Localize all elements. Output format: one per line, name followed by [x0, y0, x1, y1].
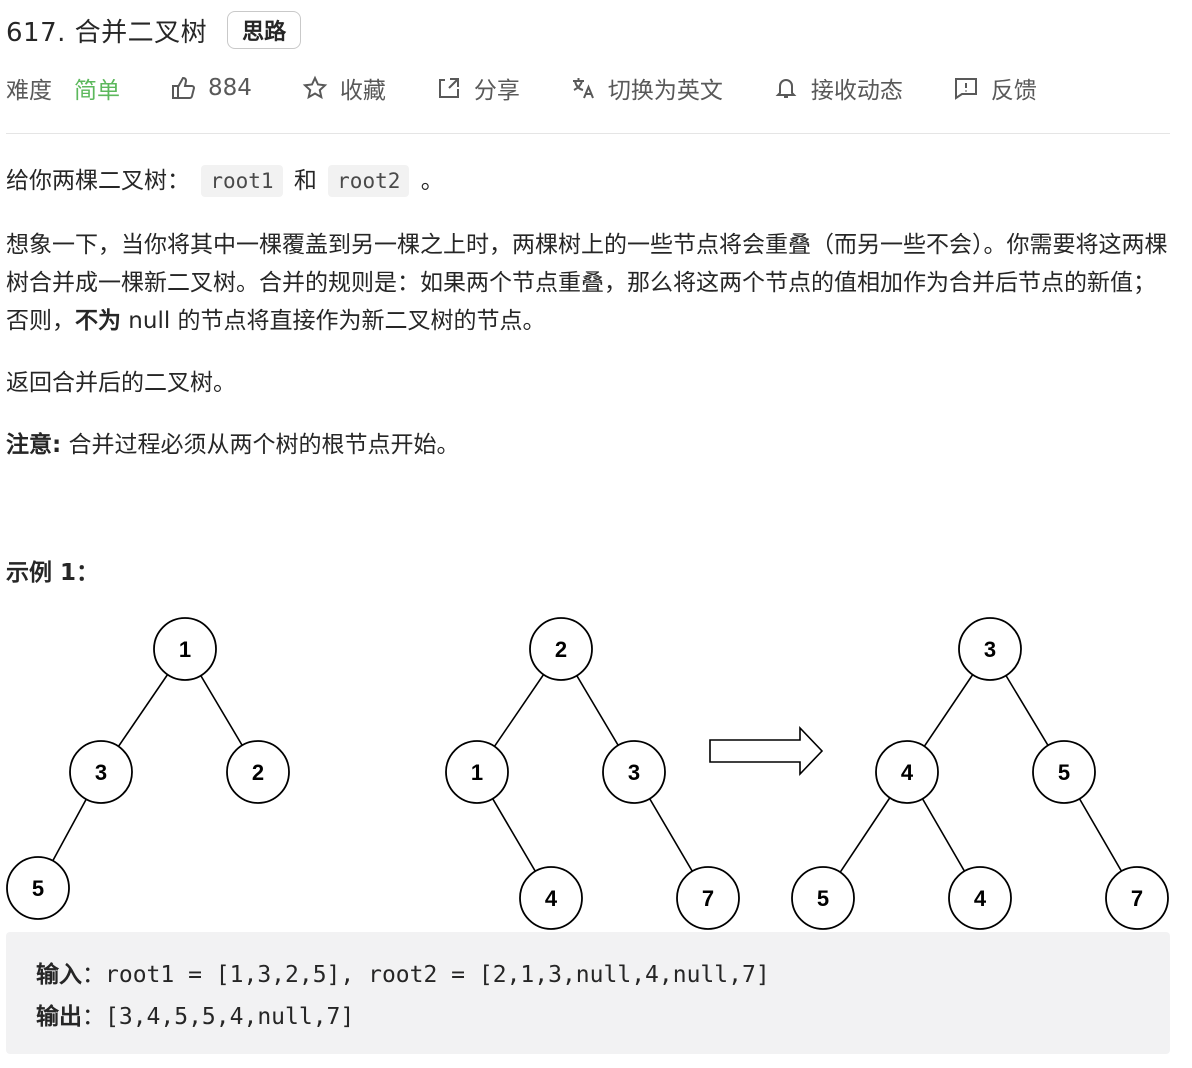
input-line: 输入：root1 = [1,3,2,5], root2 = [2,1,3,nul… [36, 954, 1140, 996]
tree2-node: 3 [602, 740, 666, 804]
node-circle [791, 866, 855, 930]
inline-code-root1: root1 [201, 165, 283, 197]
node-label: 7 [1131, 886, 1143, 911]
tree1-node: 3 [69, 740, 133, 804]
node-circle [1105, 866, 1169, 930]
node-label: 2 [252, 760, 264, 785]
output-value: ：[3,4,5,5,4,null,7] [82, 1004, 355, 1030]
input-value: ：root1 = [1,3,2,5], root2 = [2,1,3,null,… [82, 962, 770, 988]
node-label: 4 [545, 886, 558, 911]
tree2-node: 7 [676, 866, 740, 930]
switch-language-button[interactable]: 切换为英文 [570, 71, 723, 105]
output-label: 输出 [36, 1004, 82, 1030]
node-label: 2 [555, 637, 567, 662]
node-circle [948, 866, 1012, 930]
note-text: 合并过程必须从两个树的根节点开始。 [61, 432, 460, 458]
tree1-node: 2 [226, 740, 290, 804]
bell-icon [773, 75, 799, 101]
node-circle [153, 617, 217, 681]
node-label: 1 [179, 637, 191, 662]
node-circle [529, 617, 593, 681]
difficulty-label: 难度 [6, 78, 52, 104]
difficulty-value: 简单 [74, 78, 120, 104]
share-button[interactable]: 分享 [436, 71, 520, 105]
divider [6, 133, 1170, 134]
favorite-button[interactable]: 收藏 [302, 71, 386, 105]
tree2-node: 4 [519, 866, 583, 930]
node-circle [69, 740, 133, 804]
like-button[interactable]: 884 [170, 75, 252, 101]
node-circle [875, 740, 939, 804]
node-circle [602, 740, 666, 804]
desc-text: 和 [293, 168, 317, 194]
subscribe-label: 接收动态 [810, 78, 903, 104]
note-paragraph: 注意: 合并过程必须从两个树的根节点开始。 [6, 426, 1176, 464]
merged-node: 5 [791, 866, 855, 930]
output-line: 输出：[3,4,5,5,4,null,7] [36, 996, 1140, 1038]
share-label: 分享 [473, 78, 520, 104]
merged-node: 5 [1032, 740, 1096, 804]
share-icon [436, 75, 462, 101]
node-label: 4 [974, 886, 987, 911]
node-circle [519, 866, 583, 930]
switch-language-label: 切换为英文 [607, 78, 723, 104]
node-circle [445, 740, 509, 804]
desc-text: 给你两棵二叉树： [6, 168, 190, 194]
node-label: 3 [95, 760, 107, 785]
merged-node: 7 [1105, 866, 1169, 930]
feedback-button[interactable]: 反馈 [953, 71, 1037, 105]
feedback-label: 反馈 [990, 78, 1037, 104]
tree1-node: 1 [153, 617, 217, 681]
node-label: 5 [32, 876, 44, 901]
arrow-right-icon [709, 726, 824, 776]
desc-text: 。 [420, 168, 444, 194]
node-label: 5 [1058, 760, 1070, 785]
star-icon [302, 75, 328, 101]
tree2-node: 2 [529, 617, 593, 681]
node-label: 5 [817, 886, 829, 911]
merged-node: 4 [875, 740, 939, 804]
note-label: 注意: [6, 432, 62, 458]
subscribe-button[interactable]: 接收动态 [773, 71, 903, 105]
merge-trees-diagram: 1 3 2 5 2 1 3 4 7 3 4 5 5 4 7 [6, 617, 1169, 930]
feedback-icon [953, 75, 979, 101]
node-label: 7 [702, 886, 714, 911]
node-circle [676, 866, 740, 930]
like-count: 884 [208, 75, 252, 101]
input-label: 输入 [36, 962, 82, 988]
description-paragraph-2: 想象一下，当你将其中一棵覆盖到另一棵之上时，两棵树上的一些节点将会重叠（而另一些… [6, 226, 1176, 340]
desc-bold-text: 不为 [75, 308, 121, 334]
example-heading: 示例 1： [6, 560, 100, 586]
node-circle [226, 740, 290, 804]
title-row: 617. 合并二叉树 思路 [6, 8, 302, 52]
problem-title: 617. 合并二叉树 [6, 17, 208, 48]
translate-icon [570, 75, 596, 101]
hint-tag-button[interactable]: 思路 [227, 11, 302, 49]
tree2-node: 1 [445, 740, 509, 804]
tree-edges [37, 648, 1138, 899]
desc-text: 想象一下，当你将其中一棵覆盖到另一棵之上时，两棵树上的一些节点将会重叠（而另一些… [6, 232, 1168, 334]
inline-code-root2: root2 [328, 165, 410, 197]
node-label: 4 [901, 760, 914, 785]
thumbs-up-icon [170, 75, 196, 101]
description-paragraph-3: 返回合并后的二叉树。 [6, 370, 236, 396]
desc-text: null 的节点将直接作为新二叉树的节点。 [121, 308, 546, 334]
example-io-box: 输入：root1 = [1,3,2,5], root2 = [2,1,3,nul… [6, 932, 1170, 1054]
merged-node: 4 [948, 866, 1012, 930]
favorite-label: 收藏 [339, 78, 386, 104]
node-label: 3 [984, 637, 996, 662]
description-line-1: 给你两棵二叉树： root1 和 root2 。 [6, 162, 1176, 200]
node-label: 3 [628, 760, 640, 785]
node-circle [6, 856, 70, 920]
meta-toolbar: 难度 简单 884 收藏 分享 切换为英文 [6, 66, 1087, 110]
tree1-node: 5 [6, 856, 70, 920]
node-circle [1032, 740, 1096, 804]
node-circle [958, 617, 1022, 681]
node-label: 1 [471, 760, 483, 785]
tree-nodes: 1 3 2 5 2 1 3 4 7 3 4 5 5 4 7 [6, 617, 1169, 930]
merged-node: 3 [958, 617, 1022, 681]
